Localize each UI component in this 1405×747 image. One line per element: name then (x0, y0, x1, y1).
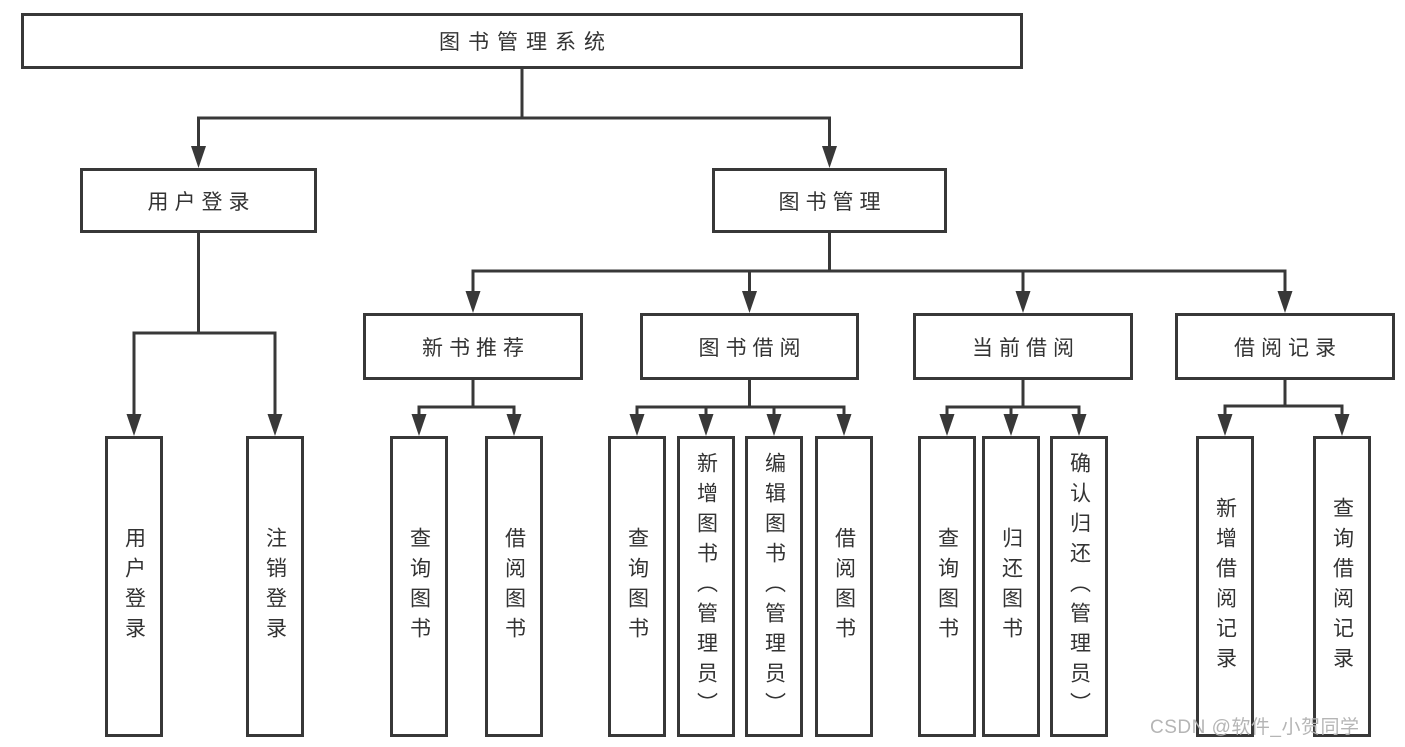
leaf-query-books-current-label: 查询图书 (935, 526, 959, 647)
node-book-management-label: 图书管理 (778, 190, 887, 214)
leaf-query-books-recommend: 查询图书 (390, 436, 448, 737)
node-book-management: 图书管理 (712, 168, 947, 233)
leaf-edit-books-admin: 编辑图书（管理员） (745, 436, 803, 737)
leaf-borrow-books-recommend-label: 借阅图书 (502, 526, 526, 647)
node-book-borrow-label: 图书借阅 (698, 336, 807, 360)
leaf-user-login: 用户登录 (105, 436, 163, 737)
leaf-query-books-borrow-label: 查询图书 (625, 526, 649, 647)
node-current-borrow-label: 当前借阅 (972, 336, 1080, 360)
leaf-add-books-admin: 新增图书（管理员） (677, 436, 735, 737)
leaf-add-borrow-record: 新增借阅记录 (1196, 436, 1254, 737)
leaf-query-books-recommend-label: 查询图书 (407, 526, 431, 647)
leaf-add-books-admin-label: 新增图书（管理员） (694, 451, 718, 722)
leaf-borrow-books-recommend: 借阅图书 (485, 436, 543, 737)
leaf-query-books-borrow: 查询图书 (608, 436, 666, 737)
leaf-add-borrow-record-label: 新增借阅记录 (1213, 496, 1237, 677)
leaf-user-login-label: 用户登录 (122, 526, 146, 647)
node-root: 图书管理系统 (21, 13, 1023, 69)
node-book-borrow: 图书借阅 (640, 313, 859, 380)
node-root-label: 图书管理系统 (439, 31, 613, 54)
leaf-logout-label: 注销登录 (263, 526, 287, 647)
leaf-edit-books-admin-label: 编辑图书（管理员） (762, 451, 786, 722)
leaf-borrow-books-label: 借阅图书 (832, 526, 856, 647)
leaf-return-books: 归还图书 (982, 436, 1040, 737)
leaf-query-books-current: 查询图书 (918, 436, 976, 737)
leaf-query-borrow-record-label: 查询借阅记录 (1330, 496, 1354, 677)
leaf-borrow-books: 借阅图书 (815, 436, 873, 737)
node-borrow-records-label: 借阅记录 (1234, 336, 1342, 360)
node-new-book-recommend-label: 新书推荐 (422, 336, 530, 360)
node-borrow-records: 借阅记录 (1175, 313, 1395, 380)
watermark: CSDN @软件_小贺同学 (1150, 717, 1360, 738)
leaf-confirm-return-admin-label: 确认归还（管理员） (1067, 451, 1091, 722)
node-user-login-label: 用户登录 (147, 190, 256, 214)
leaf-return-books-label: 归还图书 (999, 526, 1023, 647)
node-new-book-recommend: 新书推荐 (363, 313, 583, 380)
leaf-confirm-return-admin: 确认归还（管理员） (1050, 436, 1108, 737)
node-current-borrow: 当前借阅 (913, 313, 1133, 380)
node-user-login: 用户登录 (80, 168, 317, 233)
leaf-query-borrow-record: 查询借阅记录 (1313, 436, 1371, 737)
leaf-logout: 注销登录 (246, 436, 304, 737)
